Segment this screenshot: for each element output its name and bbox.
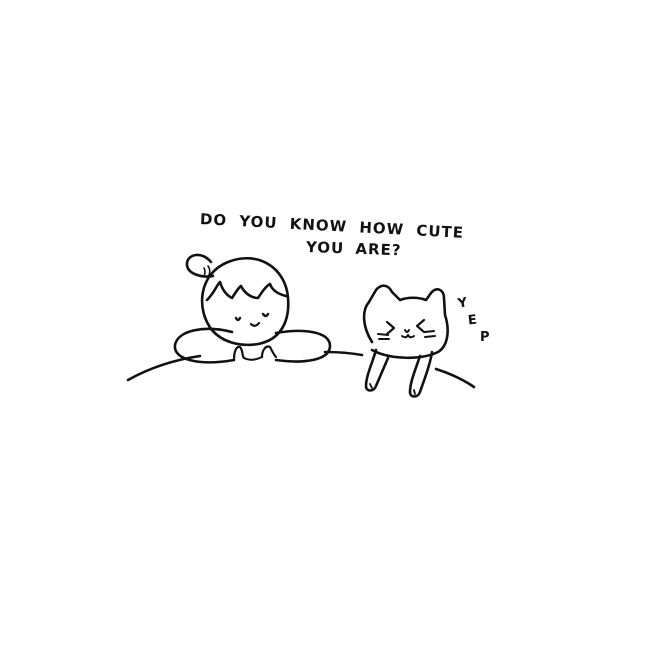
girl-eye-left: [234, 316, 242, 322]
girl-bangs: [205, 280, 288, 302]
girl-head: [200, 256, 290, 347]
hill-line: [126, 354, 202, 382]
girl-hand-right: [260, 345, 278, 359]
girl-arm-left: [173, 327, 236, 364]
girl-hand-left: [232, 345, 246, 362]
girl-hand-gap: [243, 356, 263, 361]
cat-whisker-right-2: [424, 335, 436, 338]
girl-eye-right: [261, 312, 270, 318]
cat-eye-right: [415, 318, 426, 334]
cat-nose: [404, 329, 410, 333]
cat-paw-right: [413, 389, 416, 395]
cat-eye-left: [385, 320, 396, 336]
bun-shine-2: [207, 265, 211, 276]
cat-leg-right: [408, 350, 434, 398]
cat-leg-left: [364, 348, 390, 392]
girl: [173, 253, 332, 364]
cat-whisker-right-1: [424, 330, 435, 333]
cat-head: [362, 284, 449, 360]
girl-smile: [249, 321, 261, 327]
girl-arm-right: [274, 329, 332, 363]
bun-shine: [203, 267, 206, 277]
hill-line-right: [323, 350, 364, 357]
cat-whisker-left-1: [377, 333, 389, 336]
cat: [362, 284, 449, 398]
reply-letter-p: P: [480, 330, 490, 345]
hair-bun: [185, 253, 215, 278]
cat-mouth: [401, 334, 415, 339]
hill-line-far-right: [434, 367, 476, 389]
cat-paw-left: [369, 383, 373, 389]
